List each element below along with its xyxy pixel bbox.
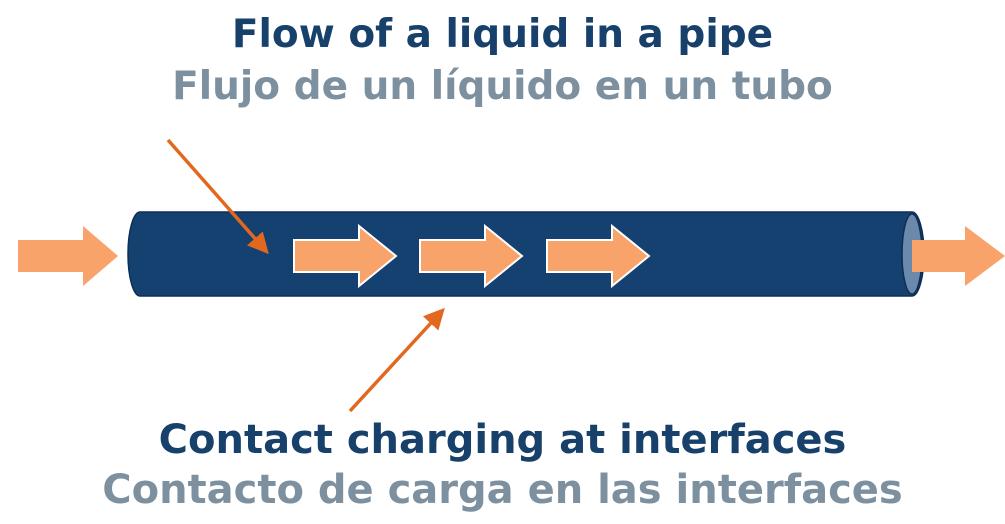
pipe	[127, 211, 925, 297]
pipe-body	[127, 211, 925, 297]
caption-english: Contact charging at interfaces	[158, 417, 847, 463]
liquid-flow-arrow-3	[546, 223, 651, 289]
title-spanish: Flujo de un líquido en un tubo	[172, 64, 833, 109]
caption-spanish: Contacto de carga en las interfaces	[102, 467, 903, 513]
title-english: Flow of a liquid in a pipe	[231, 12, 774, 57]
inlet-flow-arrow	[18, 226, 118, 286]
liquid-flow-arrow-1	[293, 223, 398, 289]
outlet-flow-arrow	[912, 226, 1005, 286]
pointer-arrow-to-interface	[348, 307, 445, 413]
pointer-arrow-to-liquid	[166, 138, 269, 255]
liquid-flow-arrow-2	[419, 223, 524, 289]
